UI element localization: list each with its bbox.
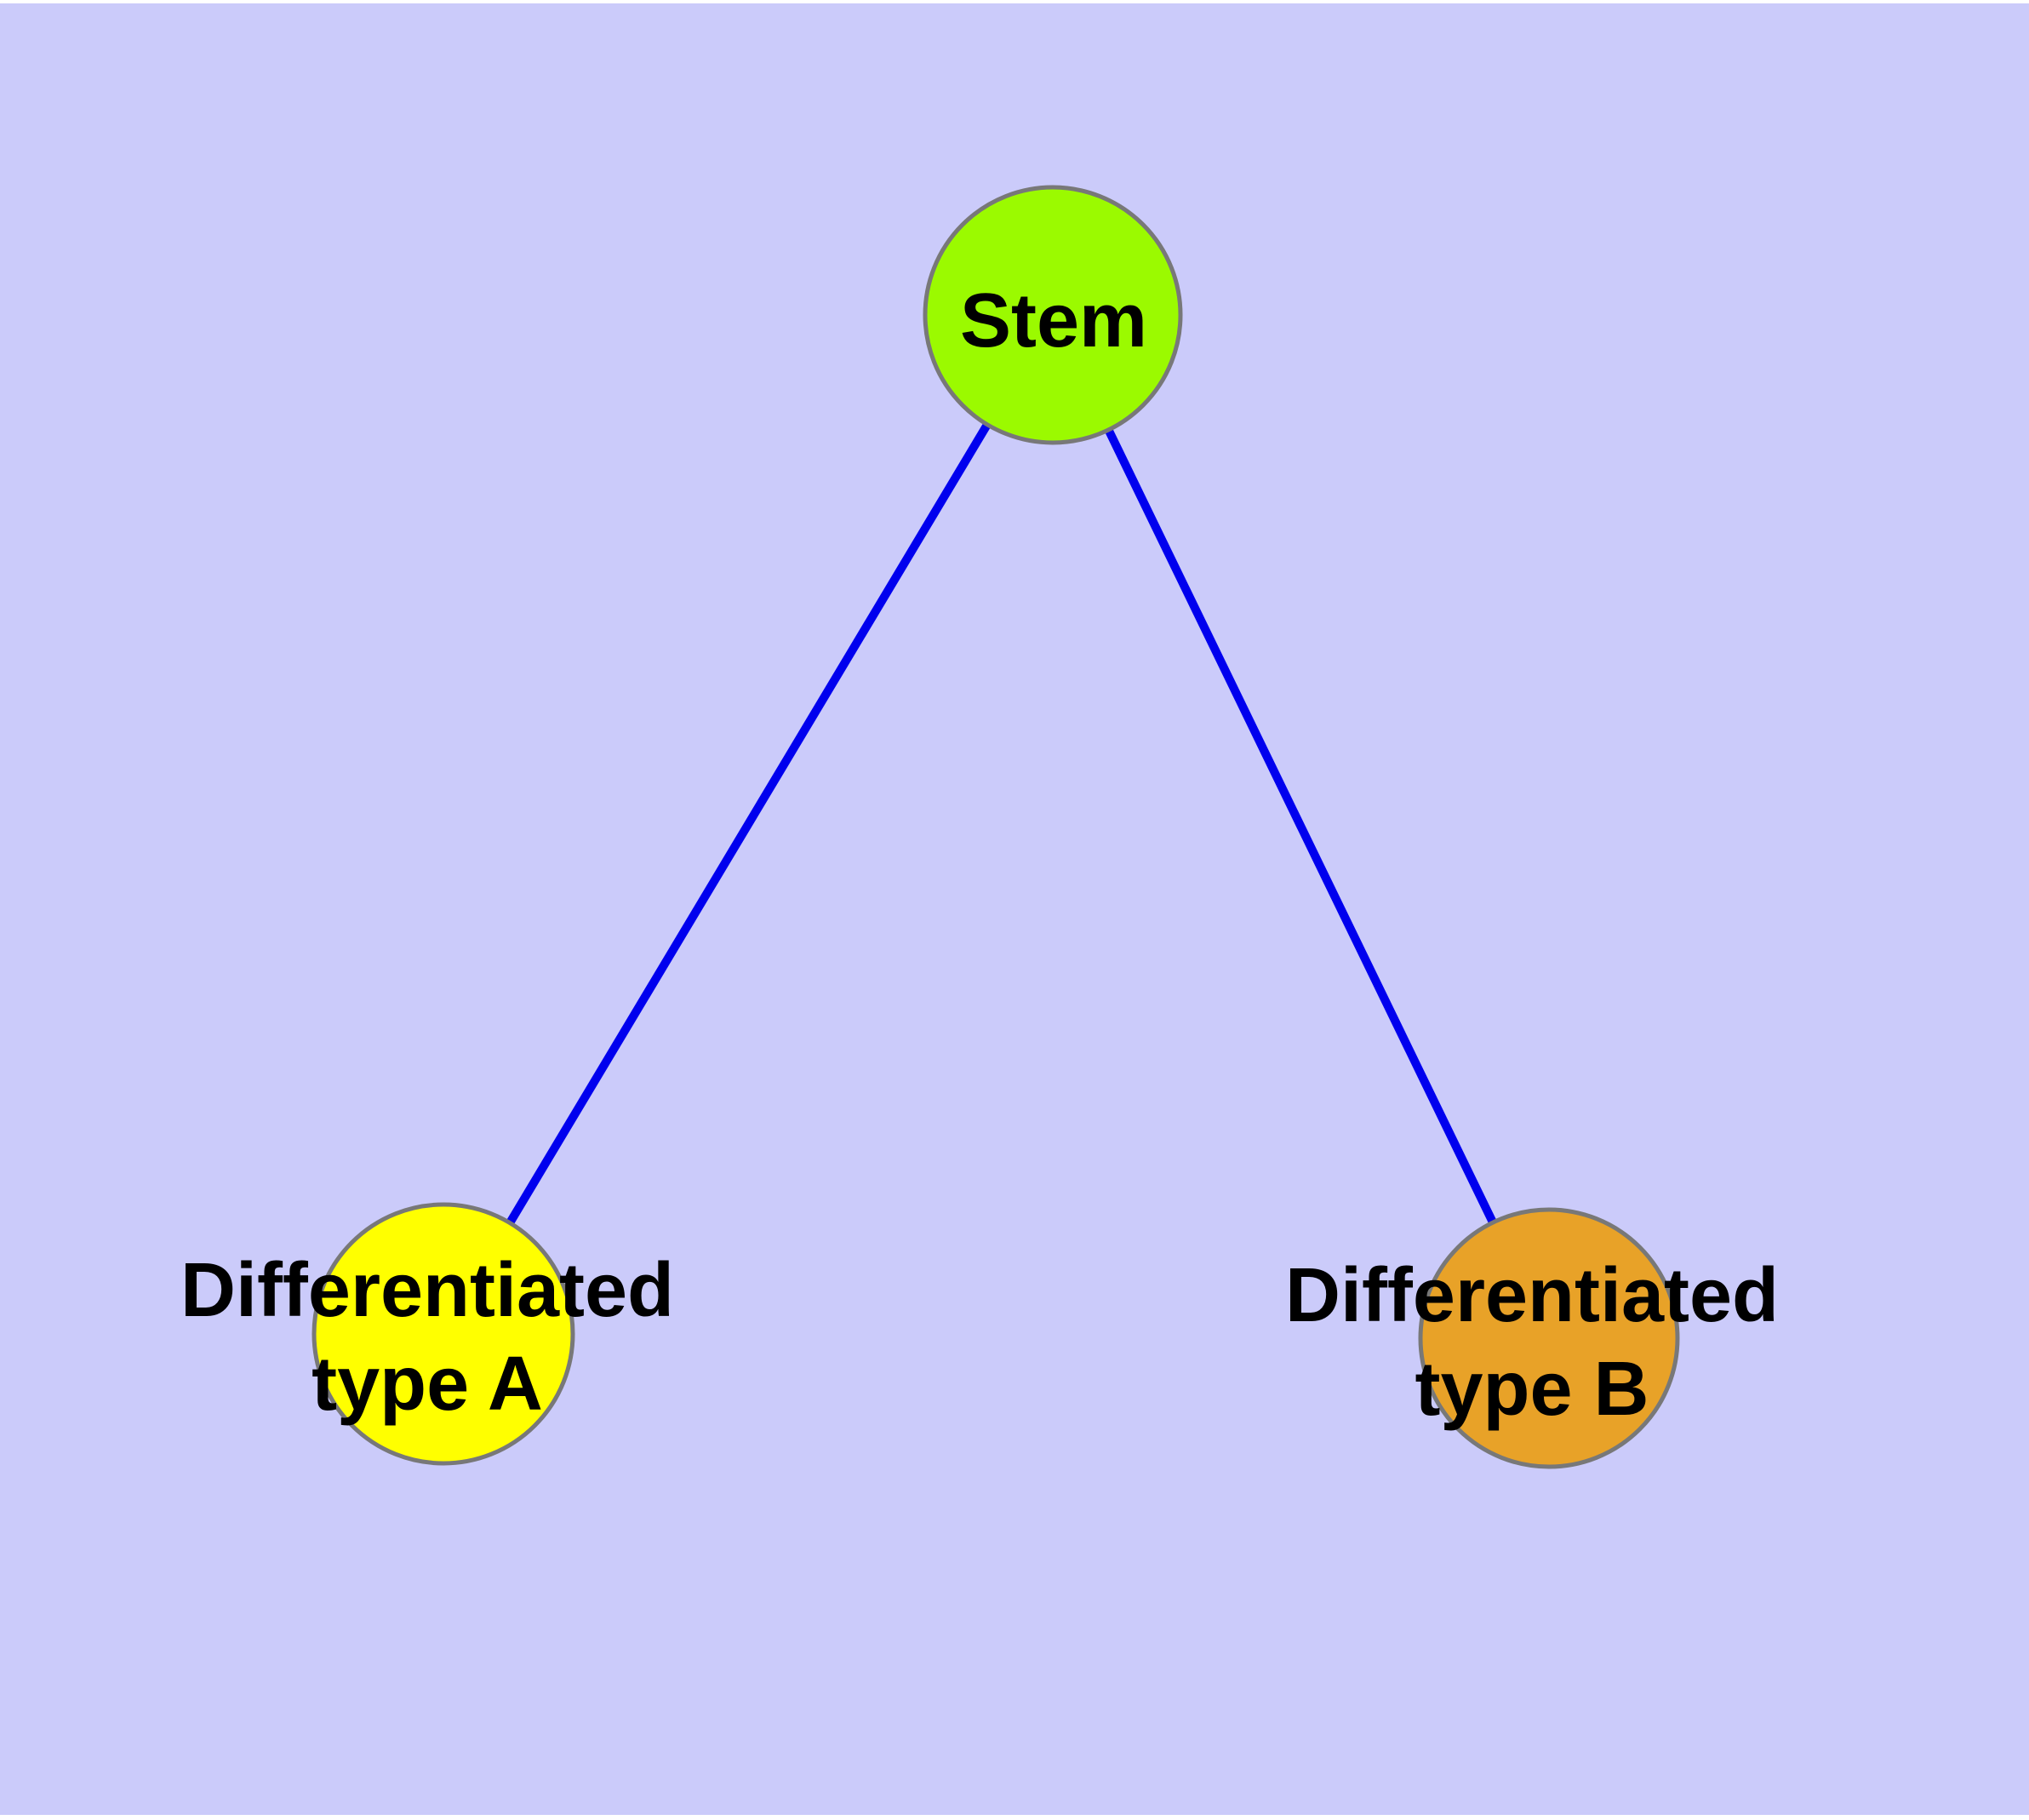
node-differentiated-type-b-label-line2: type B [1415, 1347, 1649, 1432]
node-differentiated-type-b-circle [1418, 1207, 1680, 1469]
edge-stem-to-type-a [439, 312, 1057, 1336]
node-stem-circle [923, 185, 1183, 445]
node-differentiated-type-a-label-line1: Differentiated [180, 1248, 674, 1333]
node-differentiated-type-a-label-line2: type A [311, 1342, 543, 1427]
node-differentiated-type-a-circle [311, 1202, 575, 1466]
node-differentiated-type-b-label-line1: Differentiated [1285, 1253, 1779, 1338]
node-stem-label: Stem [960, 278, 1147, 363]
edge-stem-to-type-b [1049, 312, 1553, 1341]
